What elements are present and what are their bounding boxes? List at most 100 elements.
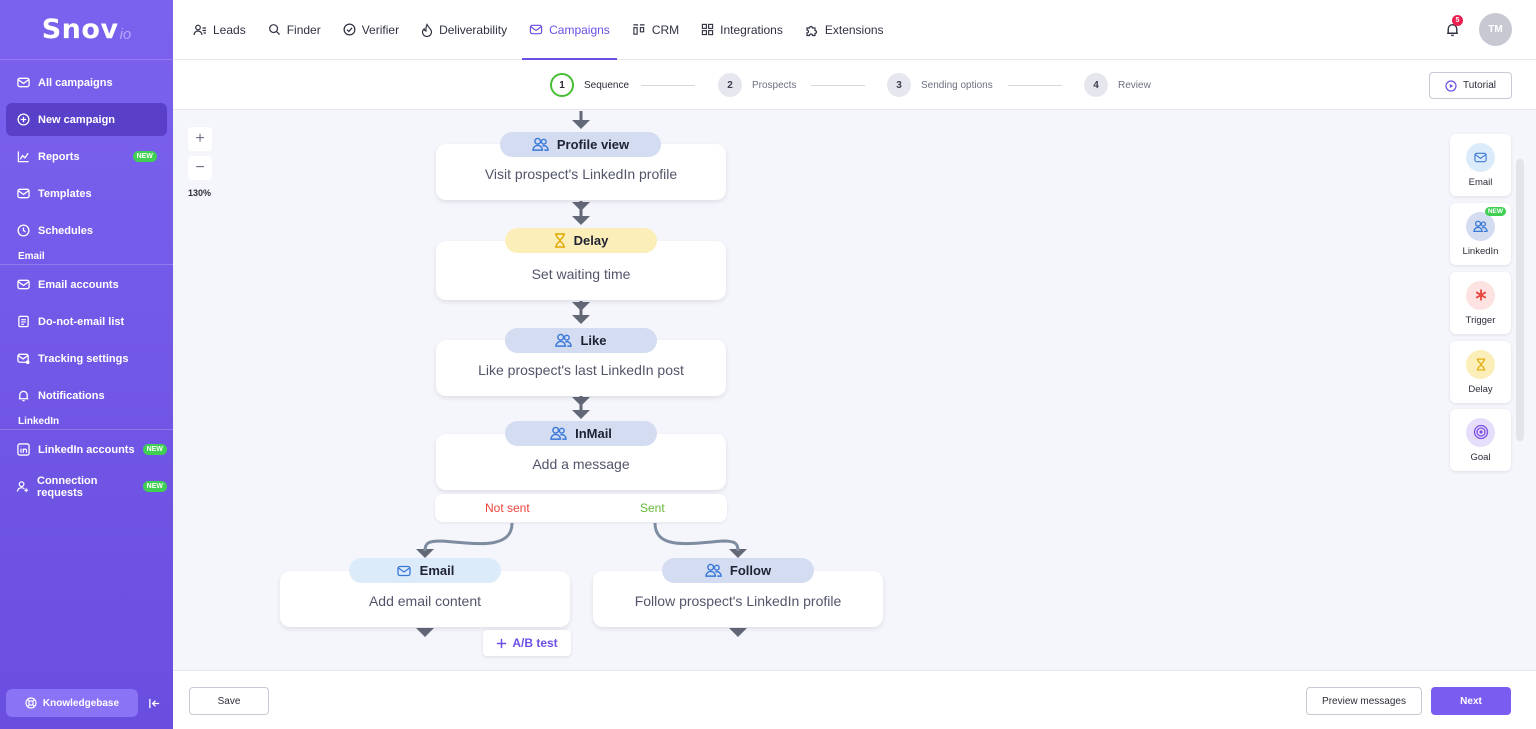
step-prospects[interactable]: 2 Prospects xyxy=(718,73,796,97)
node-description: Add email content xyxy=(368,593,482,609)
logo[interactable]: Snov io xyxy=(0,0,173,60)
node-title: Profile view xyxy=(556,137,630,152)
palette-trigger[interactable]: Trigger xyxy=(1450,272,1511,334)
tab-finder[interactable]: Finder xyxy=(268,0,321,60)
mail-icon xyxy=(396,564,412,578)
tutorial-button[interactable]: Tutorial xyxy=(1429,72,1512,99)
step-number: 1 xyxy=(550,73,574,97)
lifebuoy-icon xyxy=(25,697,37,709)
next-button[interactable]: Next xyxy=(1431,687,1511,715)
sidebar-item-reports[interactable]: Reports NEW xyxy=(6,140,167,173)
puzzle-icon xyxy=(805,23,819,37)
sequence-canvas[interactable]: + − 130% Visit prospect's LinkedIn profi… xyxy=(173,111,1536,669)
tab-crm[interactable]: CRM xyxy=(632,0,679,60)
knowledgebase-button[interactable]: Knowledgebase xyxy=(6,689,138,717)
asterisk-icon xyxy=(1466,280,1495,310)
node-description: Visit prospect's LinkedIn profile xyxy=(484,166,678,182)
flame-icon xyxy=(421,22,433,37)
branch-sent[interactable]: Sent xyxy=(640,501,665,515)
tab-verifier[interactable]: Verifier xyxy=(343,0,399,60)
step-connector xyxy=(1008,85,1062,86)
step-number: 3 xyxy=(887,73,911,97)
branch-not-sent[interactable]: Not sent xyxy=(485,501,530,515)
node-pill-inmail[interactable]: InMail xyxy=(505,421,657,446)
tab-label: Extensions xyxy=(824,22,884,37)
node-description: Set waiting time xyxy=(531,266,631,282)
tab-label: CRM xyxy=(651,22,680,37)
node-title: Email xyxy=(419,563,455,578)
grid-icon xyxy=(701,23,714,36)
node-profile-view[interactable]: Visit prospect's LinkedIn profile xyxy=(436,144,726,200)
node-pill-email[interactable]: Email xyxy=(349,558,501,583)
node-inmail[interactable]: Add a message xyxy=(436,434,726,490)
preview-messages-button[interactable]: Preview messages xyxy=(1306,687,1422,715)
tracking-icon xyxy=(16,352,30,366)
tab-label: Integrations xyxy=(720,22,783,37)
sidebar-item-linkedin-accounts[interactable]: LinkedIn accounts NEW xyxy=(6,433,167,466)
sidebar-item-notifications[interactable]: Notifications xyxy=(6,379,167,412)
zoom-out-button[interactable]: − xyxy=(188,156,212,180)
tutorial-label: Tutorial xyxy=(1463,80,1496,91)
tab-campaigns[interactable]: Campaigns xyxy=(522,0,617,60)
sidebar-item-all-campaigns[interactable]: All campaigns xyxy=(6,66,167,99)
sidebar-item-label: All campaigns xyxy=(38,76,113,89)
chart-icon xyxy=(16,150,30,164)
logo-suffix: io xyxy=(119,25,132,43)
tab-integrations[interactable]: Integrations xyxy=(701,0,783,60)
target-icon xyxy=(1466,417,1495,447)
sidebar-item-do-not-email[interactable]: Do-not-email list xyxy=(6,305,167,338)
play-circle-icon xyxy=(1445,79,1457,92)
node-pill-profile-view[interactable]: Profile view xyxy=(500,132,661,157)
sidebar-item-label: Reports xyxy=(38,150,80,163)
step-sequence[interactable]: 1 Sequence xyxy=(550,73,629,97)
save-button[interactable]: Save xyxy=(189,687,269,715)
step-number: 2 xyxy=(718,73,742,97)
palette-delay[interactable]: Delay xyxy=(1450,341,1511,403)
sidebar-item-tracking[interactable]: Tracking settings xyxy=(6,342,167,375)
sidebar-item-email-accounts[interactable]: Email accounts xyxy=(6,268,167,301)
tab-extensions[interactable]: Extensions xyxy=(805,0,884,60)
node-pill-like[interactable]: Like xyxy=(505,328,657,353)
sidebar-item-new-campaign[interactable]: New campaign xyxy=(6,103,167,136)
user-plus-icon xyxy=(16,480,29,494)
zoom-in-button[interactable]: + xyxy=(188,127,212,151)
step-label: Review xyxy=(1118,79,1151,91)
new-badge: NEW xyxy=(142,444,167,455)
sidebar-item-label: Templates xyxy=(38,187,92,200)
step-number: 4 xyxy=(1084,73,1108,97)
knowledgebase-label: Knowledgebase xyxy=(42,697,120,709)
notification-count-badge: 5 xyxy=(1452,15,1463,26)
linkedin-people-icon xyxy=(1466,211,1495,241)
palette-email[interactable]: Email xyxy=(1450,134,1511,196)
sidebar-nav: All campaigns New campaign Reports NEW T… xyxy=(0,60,173,503)
sidebar-item-connection-requests[interactable]: Connection requests NEW xyxy=(6,470,167,503)
node-pill-delay[interactable]: Delay xyxy=(505,228,657,253)
collapse-sidebar-icon[interactable] xyxy=(148,697,161,710)
node-pill-follow[interactable]: Follow xyxy=(662,558,814,583)
clock-icon xyxy=(16,224,30,238)
avatar[interactable]: TM xyxy=(1479,13,1512,46)
tab-label: Verifier xyxy=(361,22,400,37)
notifications-button[interactable]: 5 xyxy=(1441,15,1463,40)
palette-label: Email xyxy=(1468,176,1493,188)
tab-leads[interactable]: Leads xyxy=(193,0,246,60)
palette-goal[interactable]: Goal xyxy=(1450,409,1511,471)
step-sending-options[interactable]: 3 Sending options xyxy=(887,73,993,97)
ab-test-label: A/B test xyxy=(512,636,558,650)
top-navigation: Leads Finder Verifier Deliverability Cam… xyxy=(173,0,1536,60)
search-icon xyxy=(268,23,281,36)
tab-label: Deliverability xyxy=(439,22,508,37)
linkedin-people-icon xyxy=(550,426,567,441)
branch-condition: Not sent Sent xyxy=(435,494,727,522)
vertical-scrollbar[interactable] xyxy=(1516,159,1524,441)
sidebar-item-templates[interactable]: Templates xyxy=(6,177,167,210)
step-review[interactable]: 4 Review xyxy=(1084,73,1151,97)
tab-deliverability[interactable]: Deliverability xyxy=(421,0,507,60)
palette-linkedin[interactable]: NEW LinkedIn xyxy=(1450,203,1511,265)
ab-test-button[interactable]: A/B test xyxy=(483,630,571,656)
sidebar-item-label: Notifications xyxy=(38,389,105,402)
step-connector xyxy=(641,85,695,86)
crm-icon xyxy=(632,23,646,36)
sidebar-item-label: Connection requests xyxy=(37,474,98,499)
sidebar-item-schedules[interactable]: Schedules xyxy=(6,214,167,247)
